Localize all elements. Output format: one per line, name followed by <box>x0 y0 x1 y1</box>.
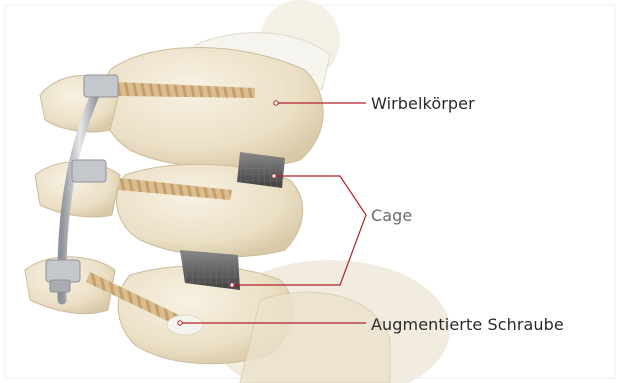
cage-upper <box>237 152 285 188</box>
upper-vertebra <box>102 48 323 169</box>
label-vertebral-body: Wirbelkörper <box>371 94 475 113</box>
label-cage: Cage <box>371 206 412 225</box>
label-augmented-screw: Augmentierte Schraube <box>371 315 564 334</box>
